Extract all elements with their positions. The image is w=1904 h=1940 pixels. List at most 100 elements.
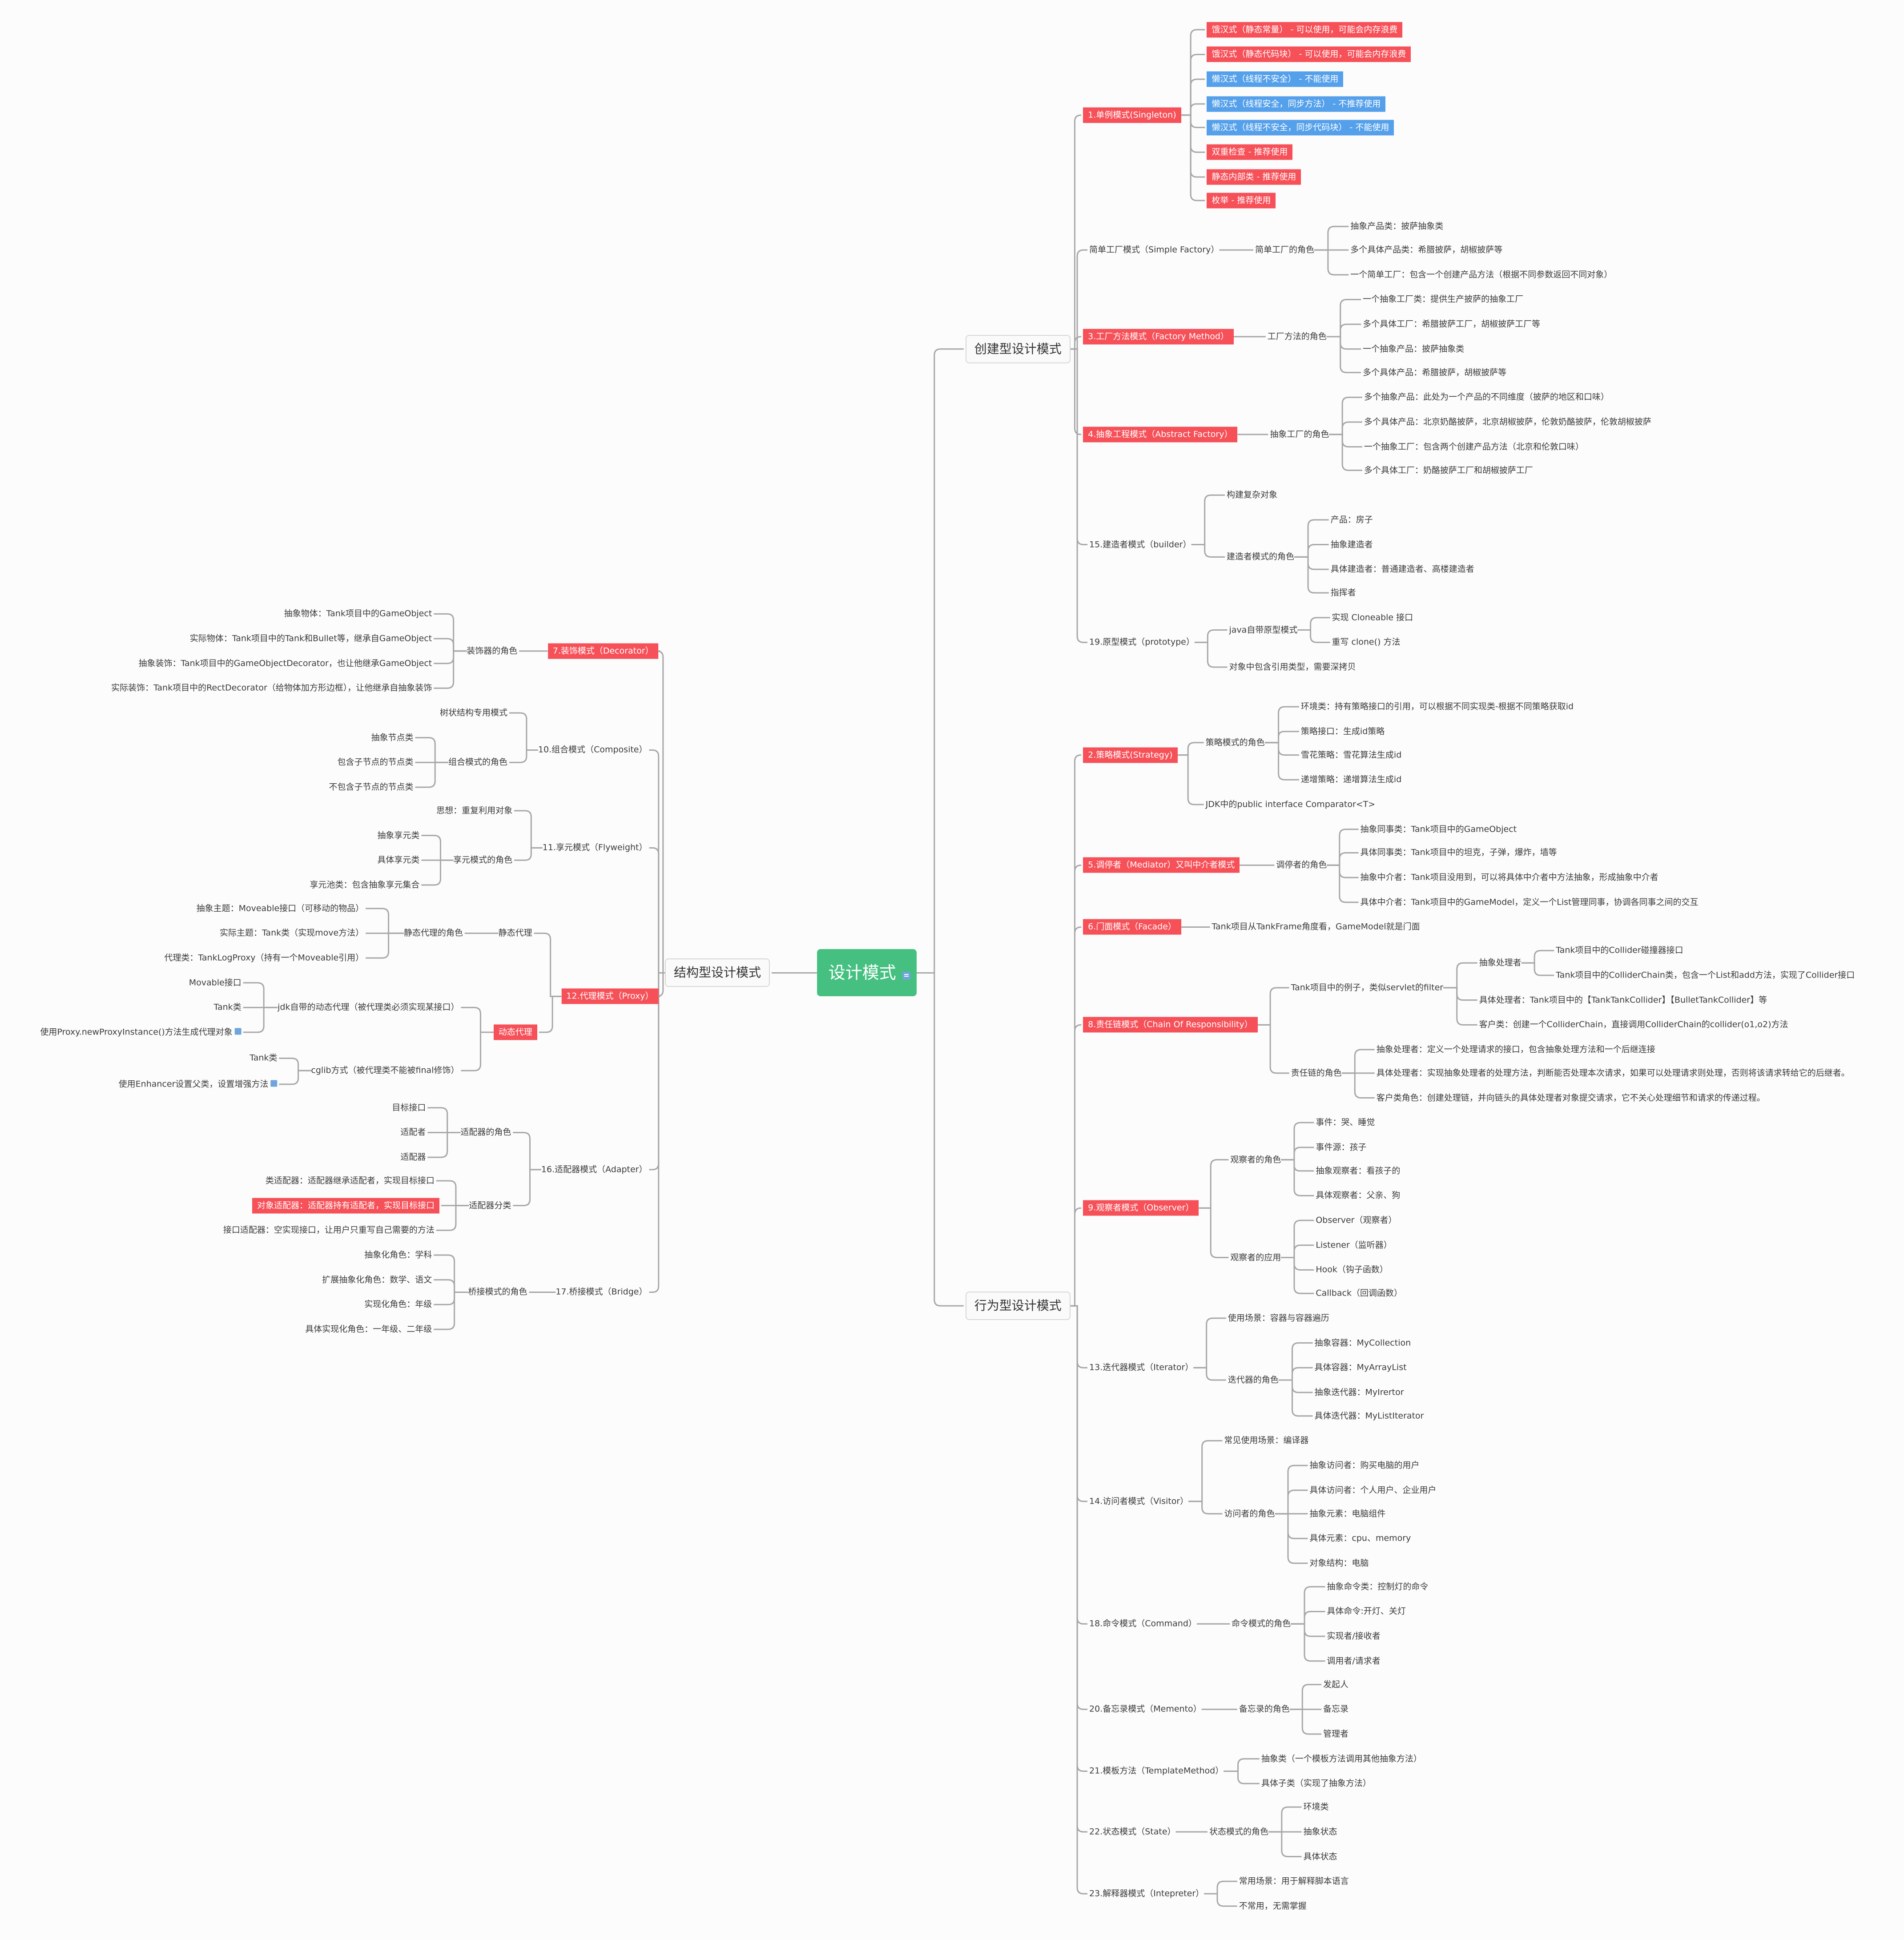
topic-node-tank-gameobject[interactable]: 抽象同事类：Tank项目中的GameObject (1361, 825, 1517, 833)
topic-node-proxy-newproxyinstance[interactable]: 使用Proxy.newProxyInstance()方法生成代理对象 (40, 1028, 242, 1037)
topic-node[interactable]: 具体命令:开灯、关灯 (1327, 1607, 1405, 1616)
note-icon[interactable] (270, 1080, 278, 1087)
topic-node[interactable]: 环境类 (1303, 1803, 1328, 1811)
topic-node-tank-tank-bullet-gameobject[interactable]: 实际物体：Tank项目中的Tank和Bullet等，继承自GameObject (190, 634, 432, 643)
topic-node[interactable]: 懒汉式（线程安全，同步方法） - 不推荐使用 (1207, 96, 1386, 112)
topic-node-tank-move[interactable]: 实际主题：Tank类（实现move方法） (220, 929, 364, 938)
topic-node[interactable]: 适配者 (400, 1128, 426, 1137)
topic-node[interactable]: 包含子节点的节点类 (338, 758, 414, 767)
topic-node[interactable]: 静态代理的角色 (404, 929, 463, 938)
topic-node[interactable]: 指挥者 (1331, 588, 1356, 597)
topic-node[interactable]: 类适配器：适配器继承适配者，实现目标接口 (266, 1176, 435, 1185)
topic-node-tank-collider[interactable]: Tank项目中的Collider碰撞器接口 (1556, 946, 1683, 955)
topic-node[interactable]: 具体实现化角色：一年级、二年级 (305, 1325, 432, 1333)
topic-node-mycollection[interactable]: 抽象容器：MyCollection (1315, 1339, 1411, 1347)
topic-node[interactable]: 思想：重复利用对象 (436, 806, 512, 815)
topic-node-tank[interactable]: Tank类 (214, 1003, 242, 1012)
topic-node-cglib-final[interactable]: cglib方式（被代理类不能被final修饰） (311, 1066, 459, 1075)
topic-node-10-composite[interactable]: 10.组合模式（Composite） (538, 745, 648, 754)
topic-node-12-proxy[interactable]: 12.代理模式（Proxy） (561, 988, 659, 1004)
topic-node[interactable]: 简单工厂的角色 (1255, 246, 1314, 254)
topic-node-tank-gameobjectdecorator-gameobject[interactable]: 抽象装饰：Tank项目中的GameObjectDecorator，也让他继承Ga… (138, 659, 432, 668)
topic-node-java[interactable]: java自带原型模式 (1229, 626, 1298, 634)
topic-node-18-command[interactable]: 18.命令模式（Command） (1089, 1619, 1197, 1628)
topic-node[interactable]: 抽象元素：电脑组件 (1309, 1509, 1385, 1518)
topic-node[interactable]: 对象结构：电脑 (1309, 1559, 1369, 1567)
topic-node-jdk-public-interface-comparator-t[interactable]: JDK中的public interface Comparator<T> (1206, 800, 1376, 809)
topic-node[interactable]: 多个具体工厂：希腊披萨工厂，胡椒披萨工厂等 (1363, 320, 1540, 329)
topic-node[interactable]: 不包含子节点的节点类 (329, 783, 414, 791)
topic-node-16-adapter[interactable]: 16.适配器模式（Adapter） (541, 1165, 648, 1174)
topic-node-5-mediator[interactable]: 5.调停者（Mediator）又叫中介者模式 (1083, 857, 1240, 873)
topic-node[interactable]: 具体处理者：实现抽象处理者的处理方法，判断能否处理本次请求，如果可以处理请求则处… (1377, 1069, 1850, 1077)
topic-node[interactable]: 备忘录的角色 (1239, 1705, 1290, 1714)
topic-node[interactable]: 目标接口 (392, 1103, 426, 1112)
topic-node-moveable[interactable]: 抽象主题：Moveable接口（可移动的物品） (197, 904, 364, 913)
topic-node[interactable]: 状态模式的角色 (1209, 1827, 1268, 1836)
topic-node[interactable]: 适配器的角色 (460, 1128, 511, 1137)
topic-node-simple-factory[interactable]: 简单工厂模式（Simple Factory） (1089, 246, 1219, 254)
central-topic[interactable]: 设计模式 (817, 949, 917, 997)
topic-node-21-templatemethod[interactable]: 21.模板方法（TemplateMethod） (1089, 1767, 1224, 1775)
topic-node-3-factory-method[interactable]: 3.工厂方法模式（Factory Method） (1083, 329, 1234, 345)
topic-node-tank-gamemodel-list[interactable]: 具体中介者：Tank项目中的GameModel，定义一个List管理同事，协调各… (1361, 898, 1699, 906)
topic-node[interactable]: 调停者的角色 (1276, 861, 1327, 869)
topic-node[interactable]: 抽象工厂的角色 (1270, 430, 1329, 439)
topic-node[interactable]: 备忘录 (1323, 1705, 1348, 1714)
topic-node[interactable]: 一个抽象工厂类：提供生产披萨的抽象工厂 (1363, 295, 1523, 304)
topic-node[interactable]: 策略模式的角色 (1206, 738, 1265, 747)
topic-node[interactable]: 抽象处理者：定义一个处理请求的接口，包含抽象处理方法和一个后继连接 (1377, 1045, 1655, 1054)
topic-node-id[interactable]: 环境类：持有策略接口的引用，可以根据不同实现类-根据不同策略获取id (1301, 702, 1574, 711)
topic-node[interactable]: 对象中包含引用类型，需要深拷贝 (1229, 663, 1356, 672)
topic-node[interactable]: 发起人 (1323, 1680, 1348, 1689)
topic-node[interactable]: 静态内部类 - 推荐使用 (1207, 169, 1301, 185)
topic-node[interactable]: 观察者的应用 (1230, 1253, 1281, 1262)
topic-node-17-bridge[interactable]: 17.桥接模式（Bridge） (556, 1288, 647, 1296)
topic-node[interactable]: 享元池类：包含抽象享元集合 (310, 881, 419, 889)
topic-node-tank-tanktankcollider-bullettankcollider[interactable]: 具体处理者：Tank项目中的【TankTankCollider】【BulletT… (1479, 996, 1767, 1004)
topic-node-hook[interactable]: Hook（钩子函数） (1316, 1265, 1388, 1274)
topic-node[interactable]: 多个具体产品类：希腊披萨，胡椒披萨等 (1350, 246, 1502, 254)
topic-node[interactable]: 事件源：孩子 (1316, 1143, 1366, 1151)
topic-node[interactable]: 懒汉式（线程不安全） - 不能使用 (1207, 71, 1344, 87)
topic-node[interactable]: 懒汉式（线程不安全，同步代码块） - 不能使用 (1207, 120, 1394, 136)
topic-node-22-state[interactable]: 22.状态模式（State） (1089, 1827, 1176, 1836)
topic-node-8-chain-of-responsibility[interactable]: 8.责任链模式（Chain Of Responsibility） (1083, 1017, 1258, 1033)
topic-node-id[interactable]: 递增策略：递增算法生成id (1301, 775, 1401, 784)
topic-node-cpu-memory[interactable]: 具体元素：cpu、memory (1309, 1534, 1411, 1543)
topic-node-colliderchain-colliderchain-collider-o1-[interactable]: 客户类：创建一个ColliderChain，直接调用ColliderChain的… (1479, 1020, 1788, 1029)
topic-node[interactable]: 装饰器的角色 (467, 647, 517, 655)
topic-node-23-intepreter[interactable]: 23.解释器模式（Intepreter） (1089, 1889, 1204, 1898)
topic-node[interactable]: 客户类角色：创建处理链，并向链头的具体处理者对象提交请求，它不关心处理细节和请求… (1377, 1094, 1765, 1102)
topic-node-13-iterator[interactable]: 13.迭代器模式（Iterator） (1089, 1363, 1193, 1372)
branch-s[interactable]: 结构型设计模式 (665, 958, 770, 987)
topic-node[interactable]: 调用者/请求者 (1327, 1657, 1380, 1665)
topic-node[interactable]: 多个具体产品：希腊披萨，胡椒披萨等 (1363, 368, 1506, 377)
topic-node[interactable]: 饿汉式（静态常量） - 可以使用，可能会内存浪费 (1207, 22, 1403, 38)
topic-node[interactable]: 观察者的角色 (1230, 1155, 1281, 1164)
topic-node-callback[interactable]: Callback（回调函数） (1316, 1289, 1402, 1298)
topic-node-mylistiterator[interactable]: 具体迭代器：MyListIterator (1315, 1412, 1424, 1420)
topic-node-tank-rectdecorator[interactable]: 实际装饰：Tank项目中的RectDecorator（给物体加方形边框），让他继… (111, 684, 432, 692)
topic-node[interactable]: 工厂方法的角色 (1268, 332, 1327, 341)
topic-node-cloneable[interactable]: 实现 Cloneable 接口 (1332, 613, 1413, 622)
topic-node-11-flyweight[interactable]: 11.享元模式（Flyweight） (543, 843, 648, 852)
topic-node[interactable]: 享元模式的角色 (453, 856, 512, 865)
topic-node[interactable]: 抽象建造者 (1331, 540, 1373, 549)
topic-node-tanklogproxy-moveable[interactable]: 代理类：TankLogProxy（持有一个Moveable引用） (164, 954, 364, 962)
topic-node-myirertor[interactable]: 抽象迭代器：MyIrertor (1315, 1388, 1404, 1397)
topic-node[interactable]: 多个抽象产品：此处为一个产品的不同维度（披萨的地区和口味） (1364, 393, 1609, 402)
topic-node-7-decorator[interactable]: 7.装饰模式（Decorator） (547, 643, 659, 659)
topic-node-tank[interactable]: 具体同事类：Tank项目中的坦克，子弹，爆炸，墙等 (1361, 848, 1557, 857)
topic-node[interactable]: 抽象享元类 (377, 831, 419, 840)
topic-node[interactable]: 树状结构专用模式 (440, 708, 507, 717)
topic-node[interactable]: 常见使用场景：编译器 (1224, 1436, 1308, 1445)
topic-node[interactable]: 具体观察者：父亲、狗 (1316, 1191, 1400, 1200)
topic-node-enhancer[interactable]: 使用Enhancer设置父类，设置增强方法 (119, 1080, 278, 1088)
topic-node[interactable]: 枚举 - 推荐使用 (1207, 193, 1276, 209)
topic-node[interactable]: 具体状态 (1303, 1852, 1337, 1861)
topic-node[interactable]: 管理者 (1323, 1730, 1348, 1738)
topic-node-id[interactable]: 雪花策略：雪花算法生成id (1301, 751, 1401, 759)
topic-node[interactable]: 访问者的角色 (1224, 1509, 1275, 1518)
topic-node[interactable]: 不常用，无需掌握 (1239, 1902, 1307, 1910)
